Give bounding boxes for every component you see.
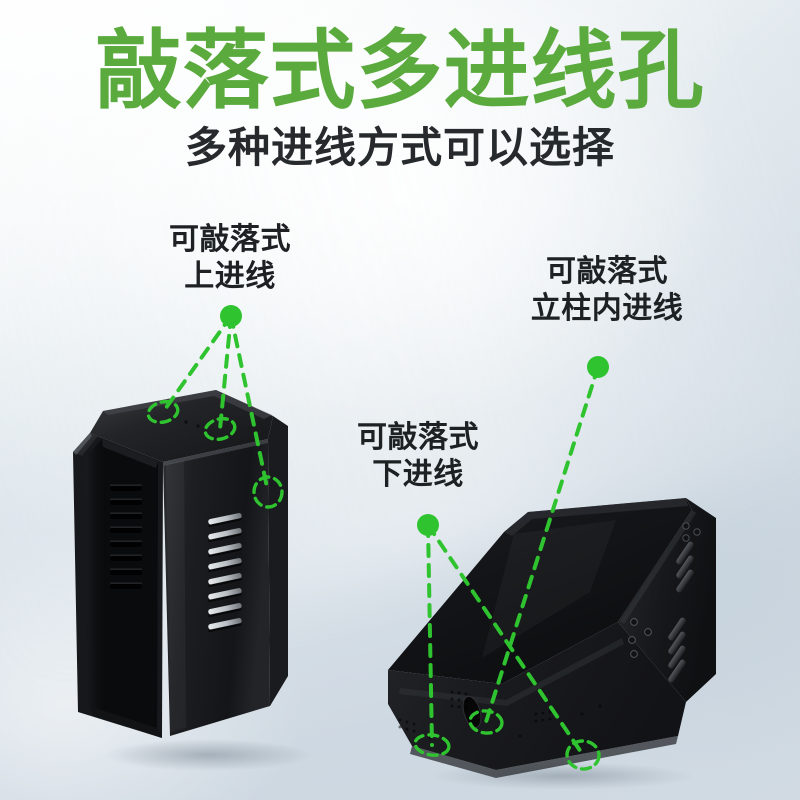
callout-label-bottom-entry: 可敲落式 下进线 bbox=[330, 420, 506, 493]
page-subtitle: 多种进线方式可以选择 bbox=[184, 123, 615, 171]
screw-cluster-upper bbox=[682, 522, 701, 542]
callout-top-entry-line2: 上进线 bbox=[184, 259, 276, 293]
interior-vent-slot-group bbox=[110, 486, 142, 589]
side-vent-slot-group bbox=[208, 513, 242, 633]
cabinet-interior-top-edge bbox=[102, 439, 158, 468]
cabinet-specular-highlight bbox=[166, 460, 186, 732]
cabinet-top-fastener-group bbox=[184, 420, 200, 428]
interior-vent-slot-highlight-group bbox=[110, 484, 142, 584]
headline-block: 敲落式多进线孔 多种进线方式可以选择 bbox=[0, 23, 800, 171]
cabinet-front-rim bbox=[73, 433, 98, 456]
callout-top-entry-line1: 可敲落式 bbox=[169, 223, 291, 256]
cabinet-interior-bottom bbox=[89, 706, 162, 738]
cabinet-right-panel-seam bbox=[620, 510, 696, 624]
cabinet-left-edge-highlight bbox=[73, 433, 92, 455]
end-panel-vent-slot-group bbox=[668, 541, 694, 683]
callout-label-top-entry: 可敲落式 上进线 bbox=[138, 222, 322, 295]
callout-label-column-entry: 可敲落式 立柱内进线 bbox=[500, 254, 714, 327]
cabinet-lid-bevel bbox=[504, 498, 688, 536]
cabinet-interior-left-wall bbox=[85, 439, 106, 712]
product-shadow bbox=[104, 739, 312, 771]
callout-bottom-entry-line1: 可敲落式 bbox=[357, 421, 479, 454]
page-title: 敲落式多进线孔 bbox=[95, 23, 705, 119]
underside-vent-patch-b bbox=[398, 718, 416, 733]
cabinet-front-right-face bbox=[163, 439, 270, 736]
cabinet-right-end-panel bbox=[618, 498, 716, 702]
product-image-cabinet-open-front bbox=[58, 376, 326, 771]
callout-bottom-entry-line2: 下进线 bbox=[372, 457, 464, 491]
product-image-cabinet-underside bbox=[386, 488, 722, 790]
cabinet-underside-front-edge bbox=[410, 736, 678, 778]
cabinet-right-face bbox=[268, 416, 288, 706]
callout-column-entry-line2: 立柱内进线 bbox=[530, 291, 684, 325]
callout-column-entry-line1: 可敲落式 bbox=[546, 255, 668, 288]
screw-cluster-lower bbox=[628, 618, 652, 658]
